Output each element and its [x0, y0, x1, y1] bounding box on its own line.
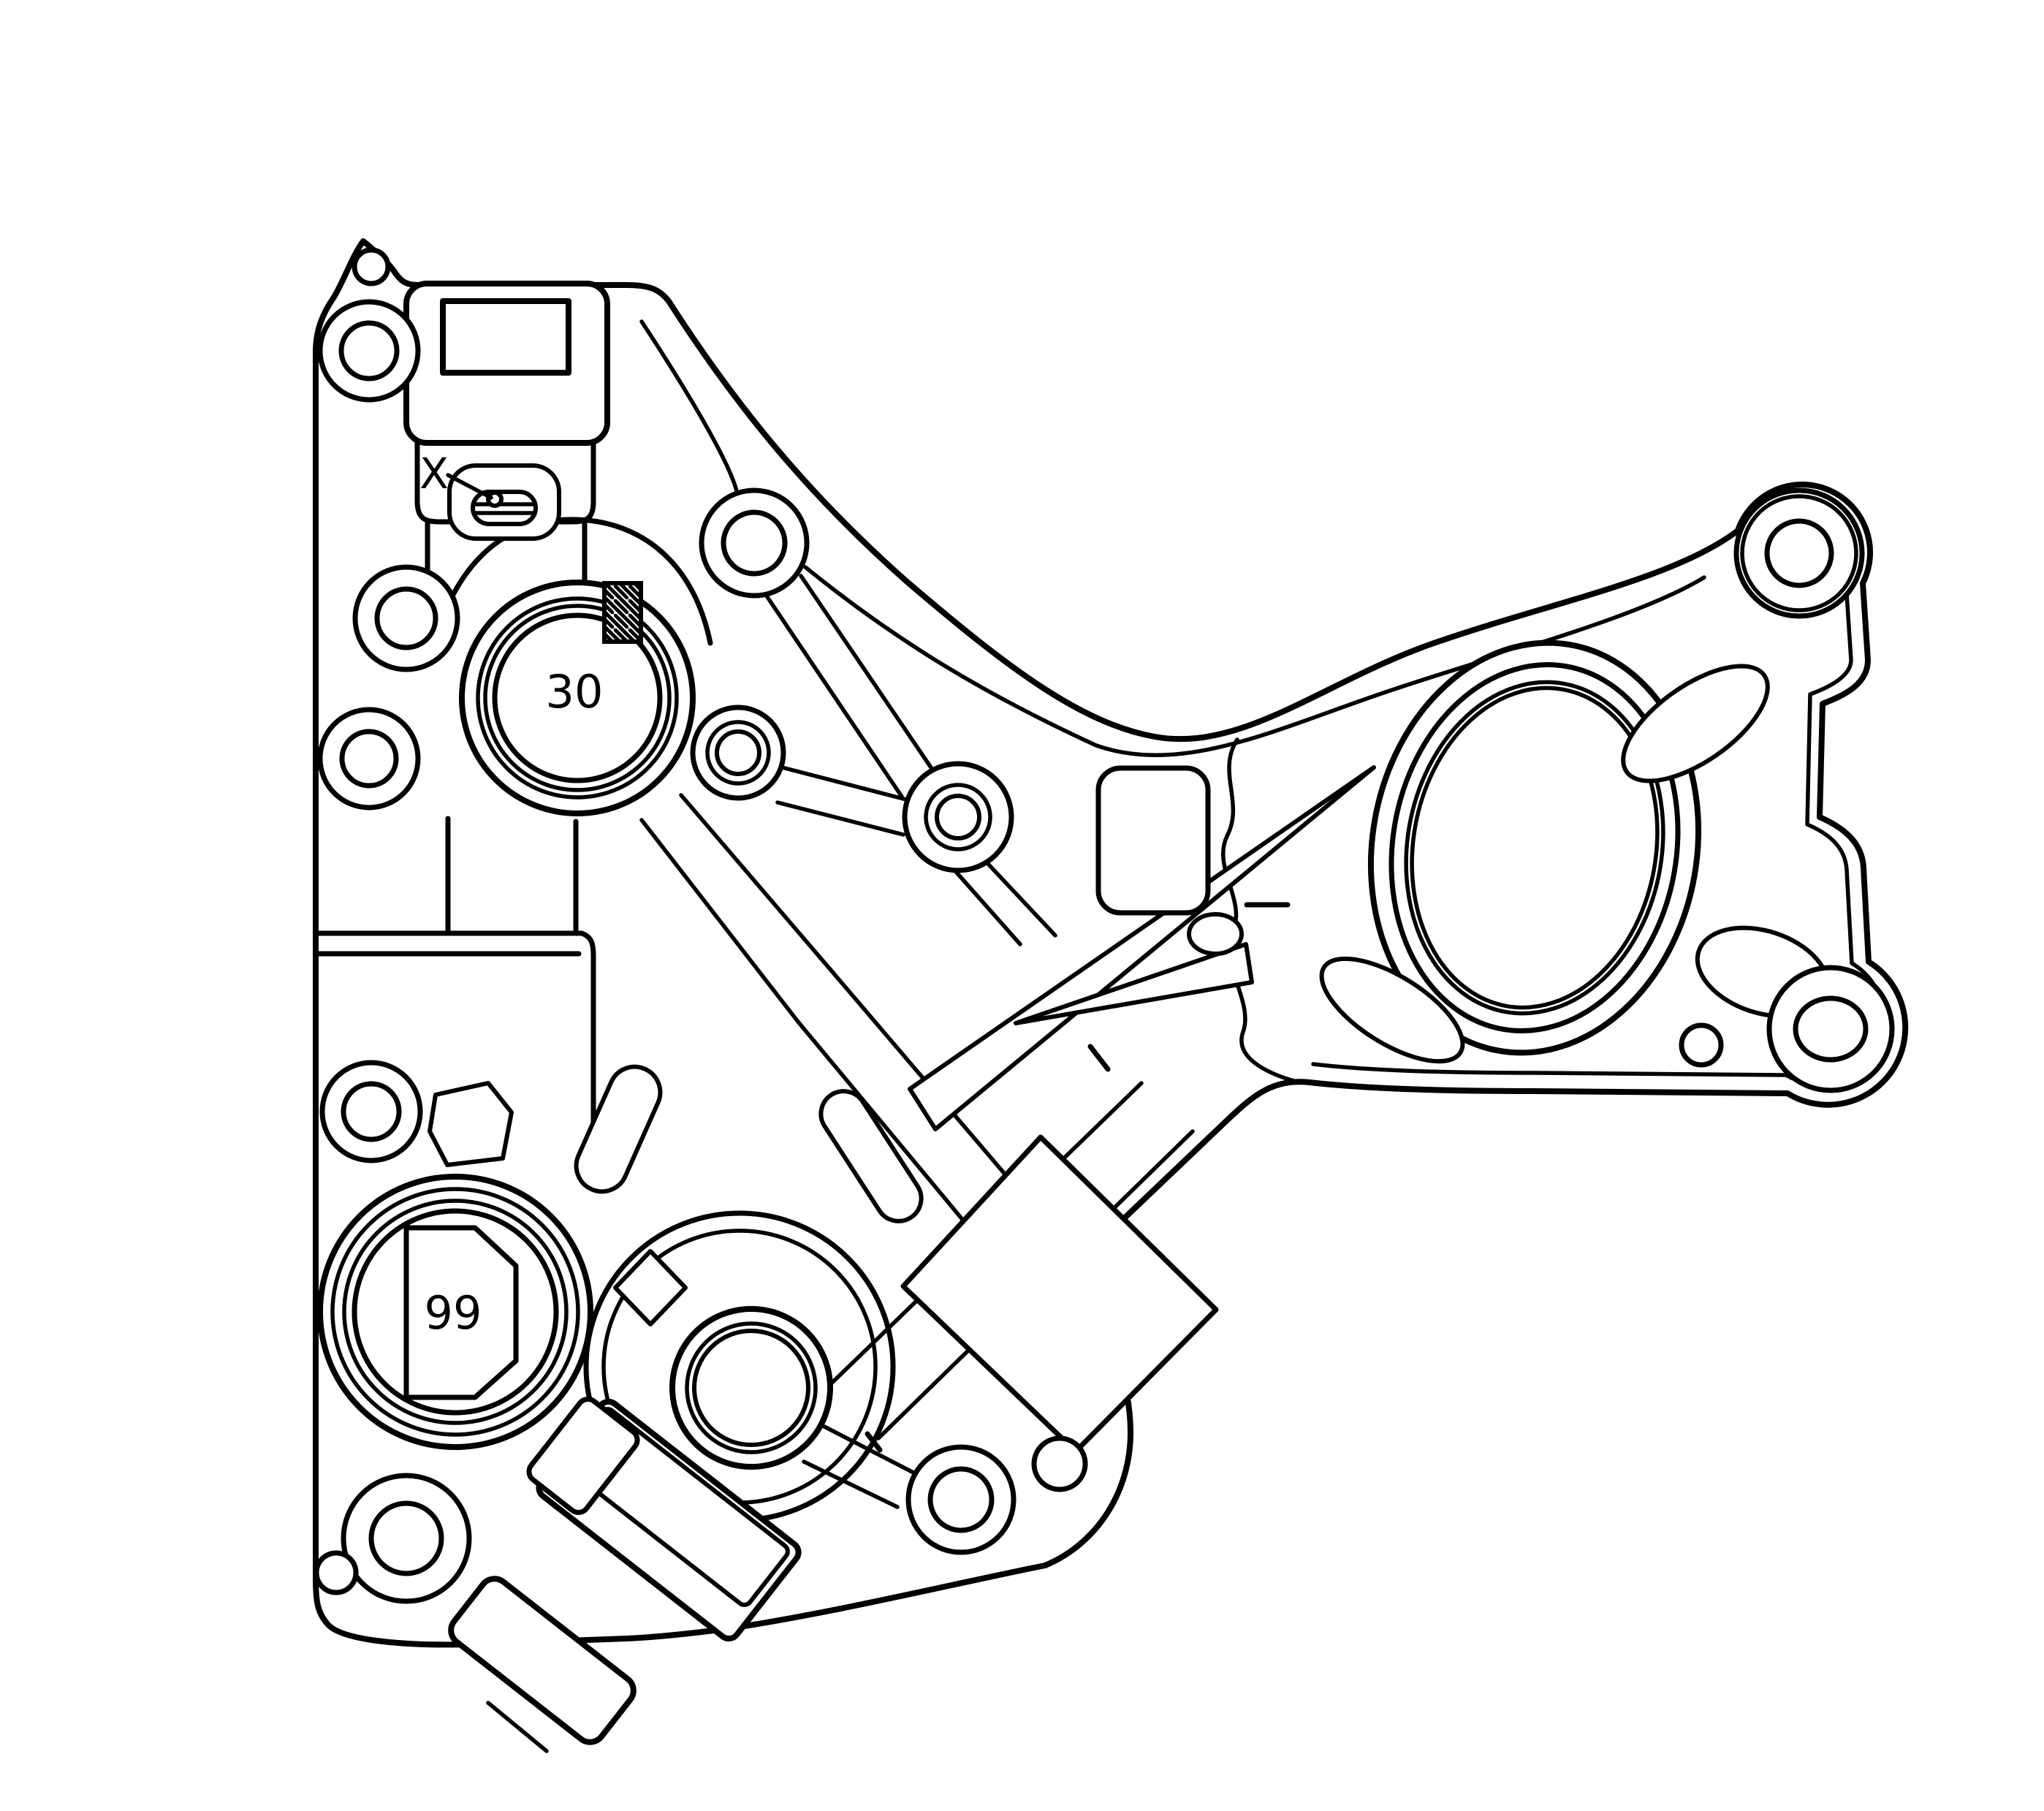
port-99-ring-outer: [330, 1187, 580, 1437]
bottom-small-hole: [1031, 1435, 1088, 1492]
pentagon-boss: [428, 1081, 514, 1167]
port-30-bore: [492, 612, 663, 783]
ear-top-right-ring: [1740, 494, 1858, 612]
sensor-finger-right: [818, 1089, 924, 1223]
slot-plug: [471, 490, 538, 526]
port-30-group: 30: [459, 580, 696, 816]
boss-mid-inner: [715, 729, 761, 776]
port-99-ring-mid: [342, 1199, 569, 1425]
boss-bottom-center-inner: [927, 1466, 995, 1533]
boss-center-inner: [935, 794, 981, 840]
port-30-ring-inner: [483, 604, 672, 792]
port-99-label: 99: [425, 1286, 482, 1340]
port-30-ring-outer: [476, 596, 679, 800]
wing-blob-lower-left: [1319, 956, 1465, 1064]
boss-left-lower-inner: [339, 729, 399, 789]
rib-f-g-b: [761, 588, 904, 799]
connector-window: [440, 298, 571, 376]
sensor-bolt-lug: [526, 1397, 640, 1515]
rib-f-g-a: [799, 574, 939, 778]
boss-mid-ring: [705, 720, 771, 786]
saddle-inner-line-left: [639, 319, 739, 493]
ear-bottom-right-hole: [1793, 995, 1869, 1063]
channel-30-sensor-a: [679, 793, 848, 990]
port-99-group: 99: [317, 1174, 593, 1450]
sensor-assembly: [448, 1064, 924, 1753]
sensor-connector-tail: [448, 1576, 637, 1745]
port-30-label: 30: [546, 665, 604, 718]
hatch-marker-icon: [602, 581, 643, 644]
wing-small-hole: [1679, 1022, 1724, 1068]
sensor-rib-a: [822, 1424, 917, 1476]
blade-spike: [908, 765, 1376, 1131]
tab-bolt-hole: [352, 247, 391, 286]
boss-left-mid-inner: [374, 586, 438, 650]
tick-mark-lower: [865, 1431, 883, 1453]
x-leader-line: [446, 473, 493, 500]
boss-top-left-inner: [338, 320, 400, 381]
boss-99-left-inner: [341, 1081, 402, 1142]
marker-x-group: X: [419, 449, 561, 541]
oval-opening-seal-outer: [1404, 680, 1665, 1016]
port-99-plug: [403, 1225, 519, 1400]
rib-g-down-b: [949, 865, 1022, 946]
rib-e-g-a: [780, 765, 908, 802]
sensor-ring-inner: [692, 1329, 810, 1447]
step-ledge-hook: [579, 930, 596, 1140]
x-label: X: [419, 449, 449, 498]
cavity-diamond: [613, 1249, 688, 1326]
arrow-wedge: [1014, 942, 1254, 1025]
sensor-rib-b: [802, 1459, 900, 1509]
ear-top-right-hole: [1764, 518, 1834, 588]
oval-opening-seal-inner: [1410, 686, 1660, 1010]
sensor-finger-left: [574, 1064, 663, 1194]
sensor-ring-mid: [685, 1321, 818, 1454]
wing-blob-upper: [1621, 664, 1770, 783]
oval-opening-ring: [1388, 662, 1681, 1033]
rib-g-down-a: [986, 862, 1057, 938]
rib-e-g-b: [775, 800, 905, 837]
corner-hole: [314, 1550, 359, 1595]
oval-opening-group: [1367, 639, 1702, 1056]
tick-mark-upper: [1087, 1044, 1111, 1072]
boss-saddle-inner: [721, 509, 788, 577]
small-oval-pocket: [1187, 912, 1244, 956]
boss-center-ring: [924, 783, 992, 851]
oval-opening-boss: [1367, 639, 1702, 1056]
boss-bottom-left-inner: [368, 1500, 444, 1576]
bolt-holes: [314, 247, 1895, 1604]
sensor-tail-cap-line: [486, 1701, 549, 1753]
channel-30-sensor-b: [639, 818, 800, 1024]
rounded-square-pocket: [1095, 765, 1211, 916]
